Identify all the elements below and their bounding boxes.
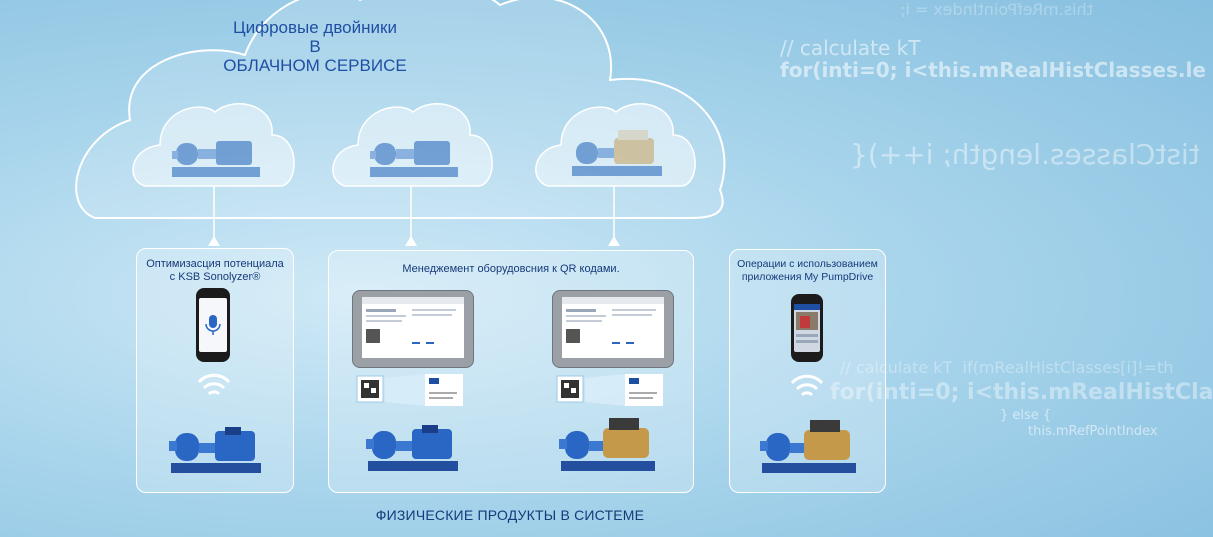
app-screen-content xyxy=(794,304,820,343)
cloud-title-line3: ОБЛАЧНОМ СЕРВИСЕ xyxy=(223,56,407,75)
tablet-screen-content xyxy=(362,297,464,344)
arrow-icon xyxy=(208,236,220,246)
arrow-icon xyxy=(405,236,417,246)
panel-sonolyzer-title: Оптимизасция потенциала с KSB Sonolyzer® xyxy=(137,258,293,284)
pump-icon xyxy=(172,141,260,177)
panel-mypumpdrive: Операции с использованием приложения My … xyxy=(729,249,886,493)
background-code-6: } else { xyxy=(1000,408,1052,423)
background-code-1: // calculate kT xyxy=(780,36,921,60)
pump-icon xyxy=(572,130,662,176)
pump-icon xyxy=(169,427,261,473)
panel-mypumpdrive-title-line1: Операции с использованием xyxy=(737,258,878,270)
pump-icon xyxy=(370,141,458,177)
background-code-4: // calculate kT if(mRealHistClasses[i]!=… xyxy=(840,358,1174,377)
panel-sonolyzer-title-line2: с KSB Sonolyzer® xyxy=(169,271,261,283)
cloud-title: Цифровые двойники В ОБЛАЧНОМ СЕРВИСЕ xyxy=(170,18,460,75)
qr-code-icon xyxy=(356,374,463,406)
physical-products-label: ФИЗИЧЕСКИЕ ПРОДУКТЫ В СИСТЕМЕ xyxy=(375,507,645,523)
cloud-diagram xyxy=(132,103,662,246)
panel-sonolyzer-title-line1: Оптимизасция потенциала xyxy=(146,258,284,270)
cloud-title-line2: В xyxy=(309,37,321,56)
panel-qr-title: Менеджемент оборудовсния к QR кодами. xyxy=(402,263,620,275)
pump-icon xyxy=(760,420,856,473)
tablet-icon xyxy=(552,290,674,368)
smartphone-icon xyxy=(791,294,823,362)
panel-mypumpdrive-title: Операции с использованием приложения My … xyxy=(730,258,885,284)
mini-cloud-1 xyxy=(132,103,295,187)
pump-icon xyxy=(366,425,458,471)
background-code-7: this.mRefPointIndex xyxy=(1028,424,1158,439)
arrow-icon xyxy=(608,236,620,246)
mini-cloud-2 xyxy=(332,103,493,187)
background-code-2: for(inti=0; i<this.mRealHistClasses.le xyxy=(780,58,1206,82)
tablet-icon xyxy=(352,290,474,368)
background-code-5: for(inti=0; i<this.mRealHistCla xyxy=(830,380,1213,405)
panel-qr-management: Менеджемент оборудовсния к QR кодами. xyxy=(328,250,694,493)
wifi-icon xyxy=(197,373,231,396)
wifi-icon xyxy=(790,374,824,397)
qr-code-icon xyxy=(556,374,663,406)
cloud-title-line1: Цифровые двойники xyxy=(233,18,397,37)
microphone-icon xyxy=(205,315,221,335)
smartphone-icon xyxy=(196,288,230,362)
panel-mypumpdrive-title-line2: приложения My PumpDrive xyxy=(741,271,874,283)
pump-icon xyxy=(559,418,655,471)
panel-sonolyzer: Оптимизасция потенциала с KSB Sonolyzer® xyxy=(136,248,294,493)
tablet-screen-content xyxy=(562,297,664,344)
